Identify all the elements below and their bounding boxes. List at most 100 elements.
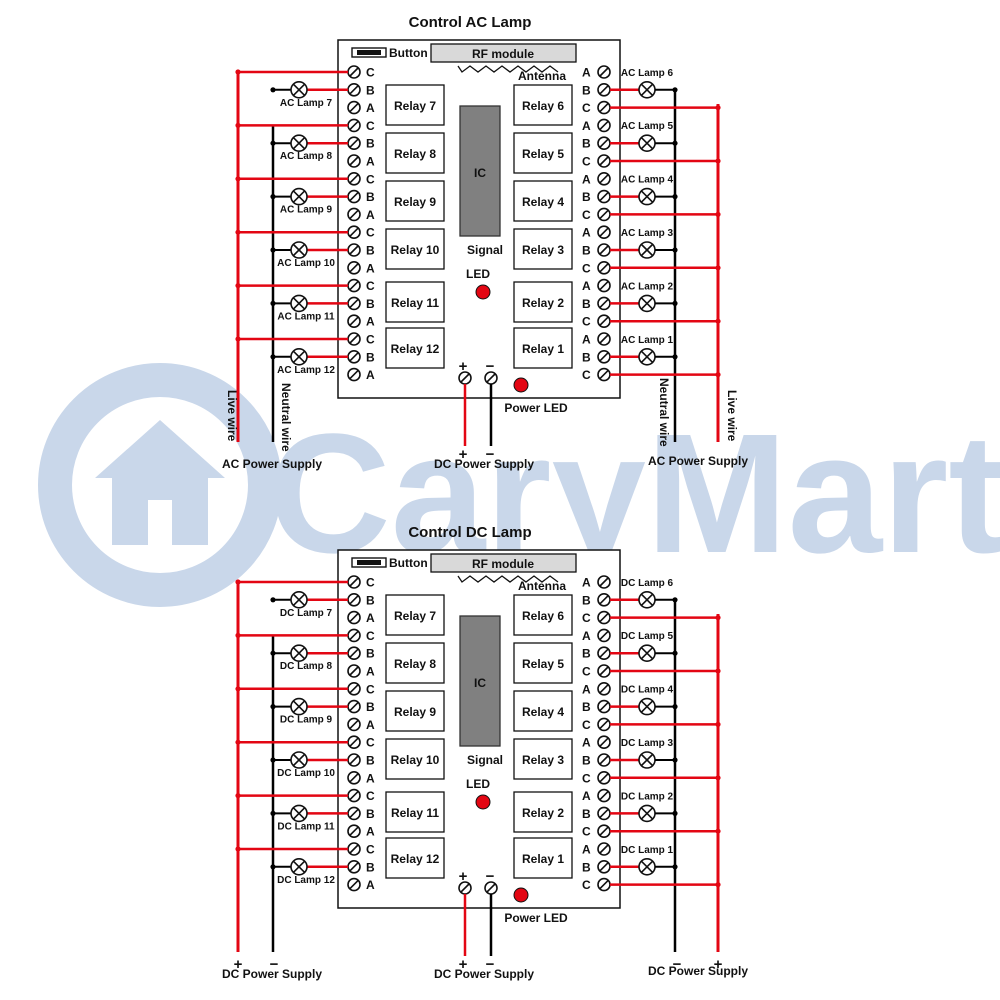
section-1-term-label-right-2-1: B [582, 700, 591, 714]
section-0-terminal-left-0-0-slot [349, 67, 359, 77]
section-0-lamp-label-right-1: AC Lamp 5 [621, 121, 674, 132]
section-0-term-label-right-5-1: B [582, 350, 591, 364]
section-0-terminal-right-1-1-slot [599, 138, 609, 148]
section-0-ic-chip [459, 105, 501, 237]
section-0-term-label-right-2-1: B [582, 190, 591, 204]
section-1-term-label-left-3-1: B [366, 754, 375, 768]
section-0-relay-label-left-1: Relay 8 [394, 147, 436, 161]
section-1-relay-box-left-4 [385, 791, 445, 833]
section-1-right-neutral-junction-1 [672, 650, 678, 656]
house-door-icon [148, 500, 172, 545]
section-0-term-label-right-0-0: A [582, 66, 591, 80]
section-1-title: Control DC Lamp [408, 524, 531, 541]
section-0-terminal-right-2-2-slot [599, 209, 609, 219]
section-0-signal-label: Signal [467, 243, 503, 257]
section-0-lamp-left-4-icon-x2 [292, 297, 306, 310]
section-1-right-junction-1 [715, 668, 721, 674]
section-1-relay-label-left-2: Relay 9 [394, 705, 436, 719]
section-0-lamp-left-3-icon-x2 [292, 243, 306, 257]
section-0-term-label-right-3-2: C [582, 261, 591, 275]
section-1-term-label-left-1-1: B [366, 647, 375, 661]
section-0-button-label: Button [389, 46, 428, 60]
section-1-left-neutral-junction-3 [270, 757, 276, 763]
section-0-left-neutral-junction-5 [270, 354, 276, 360]
section-0-lamp-right-2-icon-x2 [640, 190, 654, 203]
section-0-terminal-left-2-1-slot [349, 192, 359, 202]
section-0-right-neutral-junction-4 [672, 300, 678, 306]
section-1-lamp-label-right-3: DC Lamp 3 [621, 738, 674, 749]
section-0-term-label-left-0-1: B [366, 83, 375, 97]
section-0-term-label-right-4-2: C [582, 315, 591, 329]
section-0-center-supply-label: DC Power Supply [434, 457, 534, 471]
section-0-terminal-right-2-0-slot [599, 174, 609, 184]
section-0-lamp-label-left-3: AC Lamp 10 [277, 258, 335, 269]
section-1-terminal-left-4-2-slot [349, 826, 359, 836]
section-1-terminal-right-5-2-slot [599, 880, 609, 890]
section-1-right-junction-3 [715, 775, 721, 781]
section-1-terminal-left-5-1-slot [349, 862, 359, 872]
section-0-relay-label-left-0: Relay 7 [394, 99, 436, 113]
section-1-relay-box-right-1 [513, 642, 573, 684]
section-0-right-neutral-label: Neutral wire [657, 378, 671, 447]
section-0-relay-box-left-4 [385, 281, 445, 323]
section-0-rf-module [430, 43, 577, 63]
section-0-right-junction-4 [715, 318, 721, 324]
section-1-terminal-left-0-1-slot [349, 595, 359, 605]
section-0-lamp-label-left-2: AC Lamp 9 [280, 205, 333, 216]
section-1-term-label-left-3-0: C [366, 736, 375, 750]
section-0-antenna-coil [457, 65, 559, 73]
section-0-relay-box-right-0 [513, 84, 573, 126]
section-1-right-junction-5 [715, 882, 721, 888]
section-0-terminal-left-1-0-slot [349, 120, 359, 130]
section-1-term-label-left-4-0: C [366, 789, 375, 803]
section-0-right-neutral-junction-2 [672, 194, 678, 200]
section-0-lamp-label-right-4: AC Lamp 2 [621, 281, 674, 292]
section-0-signal-led [475, 284, 491, 300]
section-0-left-junction-2 [235, 176, 241, 182]
section-1-left-neutral-junction-0 [270, 597, 276, 603]
section-0-term-label-right-5-2: C [582, 368, 591, 382]
section-1-relay-box-right-5 [513, 837, 573, 879]
section-1-lamp-right-2-icon-x2 [640, 700, 654, 713]
section-0-term-label-left-4-1: B [366, 297, 375, 311]
section-0-term-label-right-3-0: A [582, 226, 591, 240]
section-0-relay-label-right-4: Relay 2 [522, 296, 564, 310]
section-1-term-label-left-3-2: A [366, 771, 375, 785]
section-0-dc-minus-bottom: − [486, 446, 495, 463]
section-1-term-label-right-4-0: A [582, 789, 591, 803]
section-1-term-label-right-5-2: C [582, 878, 591, 892]
section-1-right-junction-2 [715, 721, 721, 728]
section-0-lamp-label-left-4: AC Lamp 11 [277, 311, 335, 322]
section-0-antenna-label: Antenna [518, 69, 566, 83]
section-1-terminal-right-1-0-slot [599, 630, 609, 640]
section-1-terminal-left-5-2-slot [349, 880, 359, 890]
section-1-center-supply-label: DC Power Supply [434, 967, 534, 981]
section-0-term-label-left-5-2: A [366, 368, 375, 382]
section-1-term-label-right-0-2: C [582, 611, 591, 625]
section-0-ic-label: IC [474, 166, 486, 180]
section-0-term-label-left-1-1: B [366, 137, 375, 151]
section-0-term-label-right-3-1: B [582, 244, 591, 258]
section-1-terminal-left-1-1-slot [349, 648, 359, 658]
section-1-lamp-left-3-icon-x2 [292, 753, 306, 767]
section-0-terminal-right-0-0-slot [599, 67, 609, 77]
section-0-terminal-right-5-2-slot [599, 370, 609, 380]
section-1-term-label-right-3-2: C [582, 771, 591, 785]
section-1-relay-box-right-3 [513, 738, 573, 780]
section-1-term-label-left-5-2: A [366, 878, 375, 892]
section-0-relay-label-left-5: Relay 12 [391, 342, 440, 356]
section-0-lamp-left-0-icon-x2 [292, 83, 306, 96]
section-0-right-neutral-junction-3 [672, 247, 678, 253]
section-1-lamp-label-left-2: DC Lamp 9 [280, 715, 333, 726]
section-0-terminal-right-2-1-slot [599, 192, 609, 202]
section-0-terminal-right-1-0-slot [599, 120, 609, 130]
section-0-term-label-right-5-0: A [582, 333, 591, 347]
section-1-relay-label-left-5: Relay 12 [391, 852, 440, 866]
section-0-lamp-right-4-icon-x2 [640, 297, 654, 310]
section-1-term-label-left-5-0: C [366, 843, 375, 857]
section-1-left-neutral-junction-4 [270, 810, 276, 817]
section-1-relay-label-right-1: Relay 5 [522, 657, 564, 671]
section-1-terminal-left-3-1-slot [349, 755, 359, 765]
section-0-relay-box-right-3 [513, 228, 573, 270]
section-1-relay-label-left-0: Relay 7 [394, 609, 436, 623]
